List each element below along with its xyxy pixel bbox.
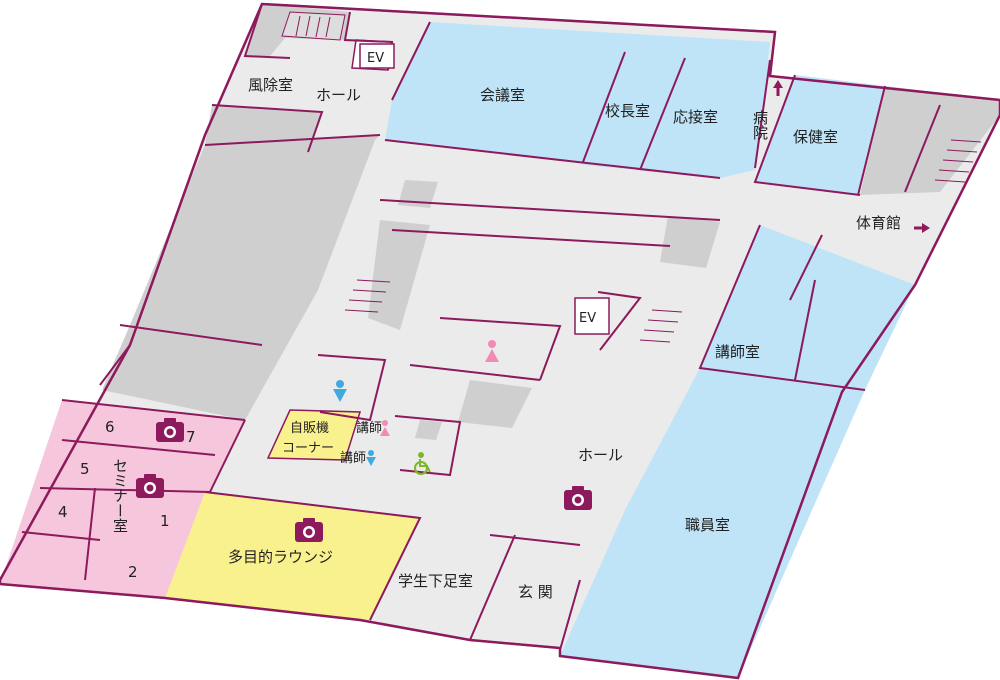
gray-block-center-1 [368, 220, 430, 330]
label-taiikukan: 体育館 [856, 214, 901, 232]
gray-block-center-2 [458, 380, 532, 428]
label-byouin: 病院 [751, 110, 769, 141]
label-ev-center: EV [579, 311, 596, 326]
label-getabako: 学生下足室 [398, 572, 473, 590]
walls [21, 3, 941, 651]
label-ousetsushitsu: 応接室 [673, 108, 718, 126]
label-shokuinshitsu: 職員室 [685, 516, 730, 534]
label-room-4: 4 [58, 503, 68, 521]
label-ev-top: EV [367, 51, 384, 66]
room-hokenshitsu [755, 75, 885, 195]
label-kaigishitsu: 会議室 [480, 86, 525, 104]
label-koushi-2: 講師 [340, 450, 366, 466]
label-hall-main: ホール [578, 446, 623, 464]
wheelchair-icon [414, 452, 431, 475]
room-shokuinshitsu [560, 368, 865, 678]
stairs-center [639, 309, 683, 343]
room-jihanki [266, 409, 362, 461]
label-corner: コーナー [282, 441, 334, 456]
gray-block-stair-top [281, 11, 346, 41]
ev-box-center [574, 297, 610, 335]
gray-block-left-large [102, 135, 380, 420]
label-koushi-1: 講師 [356, 420, 382, 436]
room-koushishitsu [700, 225, 915, 390]
label-hall-top: ホール [316, 86, 361, 104]
arrow-up-icon [773, 80, 783, 96]
label-hokenshitsu: 保健室 [793, 128, 838, 146]
gray-block-center-3 [660, 216, 720, 268]
label-fujoshitsu: 風除室 [248, 76, 293, 94]
room-lounge [165, 492, 420, 620]
camera-icon[interactable] [564, 486, 592, 510]
label-room-6: 6 [105, 418, 115, 436]
label-room-7: 7 [186, 428, 196, 446]
room-kouchou-ouseitsu [583, 52, 770, 178]
woman-icon [485, 340, 499, 362]
label-koushishitsu: 講師室 [715, 343, 760, 361]
stairs-left [344, 279, 391, 313]
camera-icon[interactable] [136, 474, 164, 498]
stairs-right [934, 139, 982, 183]
label-room-2: 2 [128, 563, 138, 581]
label-lounge: 多目的ラウンジ [228, 548, 333, 566]
woman-icon [380, 420, 390, 436]
man-icon [333, 380, 347, 402]
label-genkan: 玄 関 [518, 583, 553, 601]
label-kouchoushitsu: 校長室 [605, 102, 650, 120]
gray-block-right [860, 86, 1000, 195]
camera-icon[interactable] [156, 418, 184, 442]
gray-block-center-5 [415, 420, 442, 440]
label-seminar: セミナー室 [111, 458, 129, 533]
stairs-top [295, 15, 331, 38]
arrow-right-icon [914, 223, 930, 233]
label-room-1: 1 [160, 512, 170, 530]
camera-icon[interactable] [295, 518, 323, 542]
ev-box-top [359, 43, 395, 69]
label-room-5: 5 [80, 460, 90, 478]
label-jihanki: 自販機 [290, 421, 329, 436]
man-icon [366, 450, 376, 466]
